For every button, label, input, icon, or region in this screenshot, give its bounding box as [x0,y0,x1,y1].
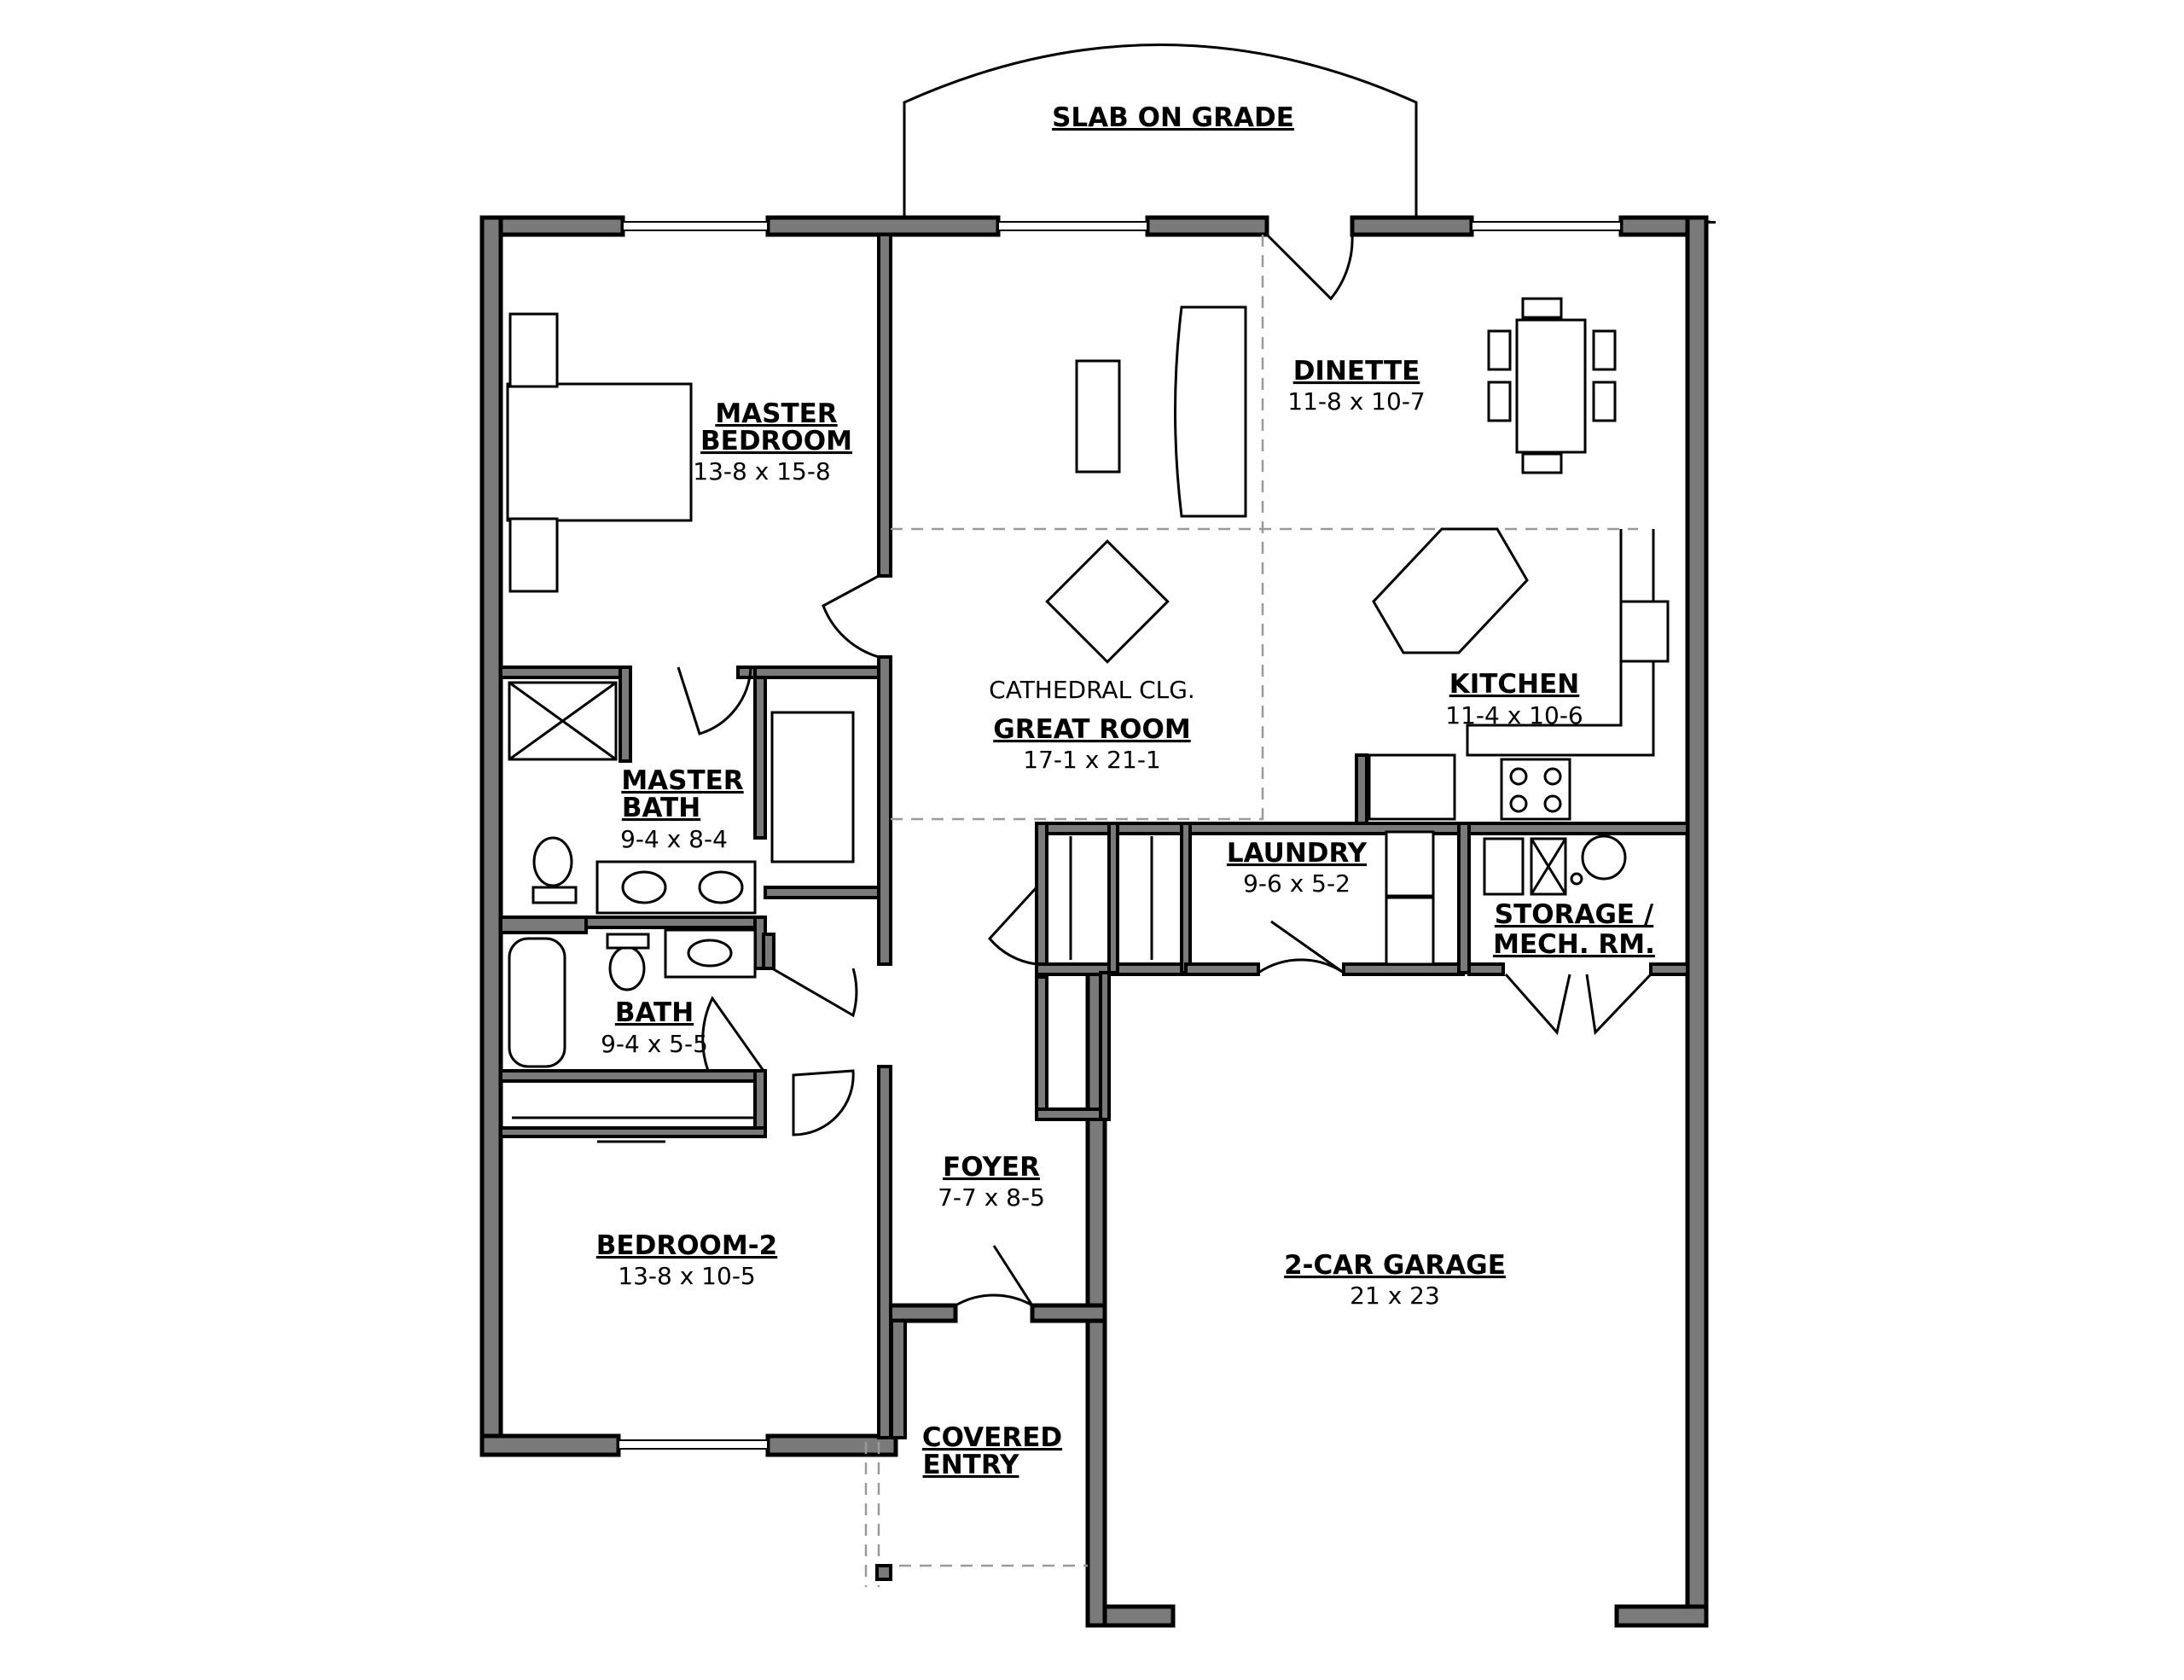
bedroom2-dims: 13-8 x 10-5 [618,1262,755,1290]
master-bedroom-label: MASTER [715,398,837,429]
doors [677,233,1653,1307]
dryer-icon [1385,896,1435,966]
windows [618,220,1716,1450]
toilet-icon [608,945,646,991]
kitchen-dims: 11-4 x 10-6 [1445,701,1583,730]
cathedral-ceiling-note: CATHEDRAL CLG. [989,676,1195,704]
sofa-icon [1174,305,1247,518]
great-room-dims: 17-1 x 21-1 [1023,746,1160,774]
dinette-label: DINETTE [1293,356,1420,387]
sink-icon [664,928,757,979]
slab-label: SLAB ON GRADE [1052,102,1294,133]
bedroom2-label: BEDROOM-2 [596,1230,777,1261]
range-icon [1500,758,1571,821]
master-bath-label-2: BATH [622,793,700,823]
water-heater-icon [1483,837,1525,896]
master-bath-label: MASTER [621,765,743,796]
covered-entry-label-2: ENTRY [923,1450,1019,1480]
kitchen-island-icon [1372,527,1529,654]
laundry-label: LAUNDRY [1227,838,1368,869]
foyer-dims: 7-7 x 8-5 [938,1183,1045,1212]
great-room-label: GREAT ROOM [993,714,1190,745]
bath-dims: 9-4 x 5-5 [601,1030,708,1058]
mech-tank-icon [1581,834,1627,881]
storage-label-2: MECH. RM. [1493,929,1655,960]
room-zones [864,235,1638,1587]
dining-table-icon [1515,318,1587,454]
toilet-icon [532,836,573,887]
storage-label: STORAGE / [1495,899,1654,930]
interior-walls [499,233,1689,1439]
vanity-icon [595,860,757,915]
covered-entry-label: COVERED [922,1422,1062,1453]
master-bedroom-dims: 13-8 x 15-8 [693,457,830,485]
armchair-icon [1045,539,1170,664]
washer-icon [1385,830,1435,898]
coffee-table-icon [1075,359,1121,474]
dinette-dims: 11-8 x 10-7 [1287,387,1425,416]
furniture [506,297,1670,1581]
master-bath-dims: 9-4 x 8-4 [620,825,728,853]
laundry-dims: 9-6 x 5-2 [1243,869,1350,898]
garage-label: 2-CAR GARAGE [1284,1250,1506,1281]
foyer-label: FOYER [943,1152,1040,1183]
sink-icon [1619,600,1670,663]
bathtub-icon [508,937,566,1068]
slab-outline [903,44,1418,220]
bath-label: BATH [615,997,694,1028]
fridge-icon [1368,753,1456,821]
kitchen-label: KITCHEN [1449,669,1580,700]
room-labels: SLAB ON GRADE MASTER BEDROOM 13-8 x 15-8… [596,102,1655,1480]
master-bedroom-label-2: BEDROOM [700,426,852,456]
bed-icon [506,382,693,522]
exterior-walls [479,215,1709,1628]
garage-dims: 21 x 23 [1350,1282,1440,1310]
